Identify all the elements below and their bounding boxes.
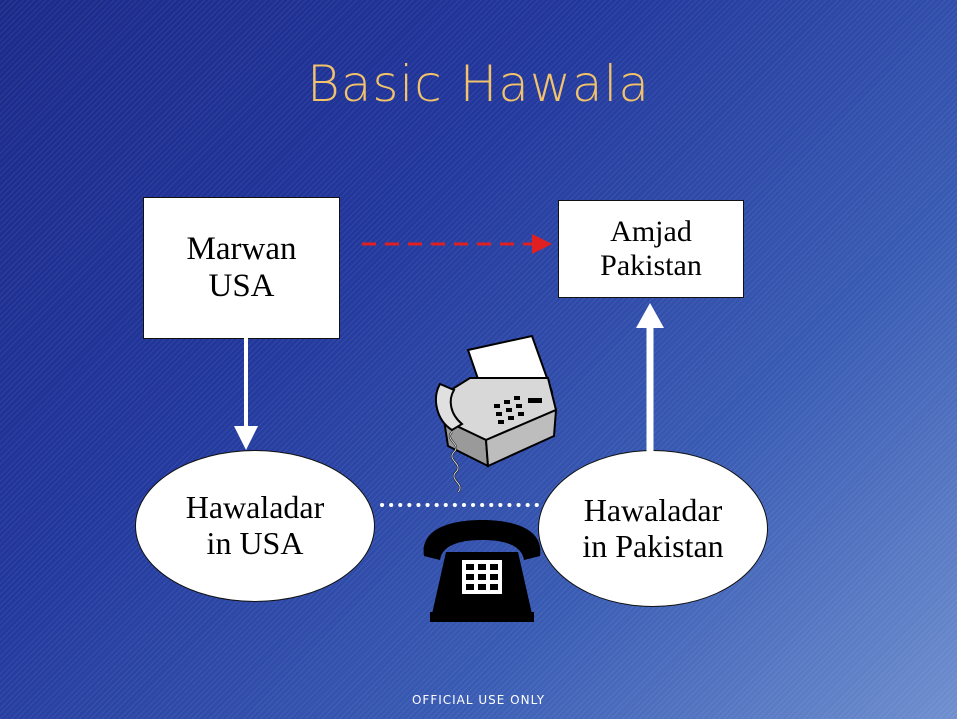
footer-classification: OFFICIAL USE ONLY xyxy=(411,693,546,707)
node-amjad-pakistan: Amjad Pakistan xyxy=(558,200,744,298)
node-hawaladar-usa-line2: in USA xyxy=(206,525,304,561)
node-amjad-name: Amjad xyxy=(610,215,692,249)
node-hawaladar-pakistan-line2: in Pakistan xyxy=(582,527,724,564)
slide-title: Basic Hawala xyxy=(306,55,650,113)
node-amjad-country: Pakistan xyxy=(600,249,702,282)
arrow-hawaladar-pakistan-to-amjad xyxy=(636,303,664,452)
telephone-icon xyxy=(423,520,541,622)
dashed-arrow-marwan-to-amjad xyxy=(362,234,552,254)
node-marwan-usa: Marwan USA xyxy=(143,197,340,339)
node-marwan-name: Marwan xyxy=(186,231,297,268)
node-hawaladar-usa-line1: Hawaladar xyxy=(185,489,325,526)
node-hawaladar-usa: Hawaladar in USA xyxy=(135,450,375,602)
arrow-marwan-to-hawaladar-usa xyxy=(234,337,258,450)
fax-machine-icon xyxy=(435,334,558,493)
node-hawaladar-pakistan: Hawaladar in Pakistan xyxy=(538,450,768,607)
node-marwan-country: USA xyxy=(208,268,275,304)
node-hawaladar-pakistan-line1: Hawaladar xyxy=(583,491,723,528)
